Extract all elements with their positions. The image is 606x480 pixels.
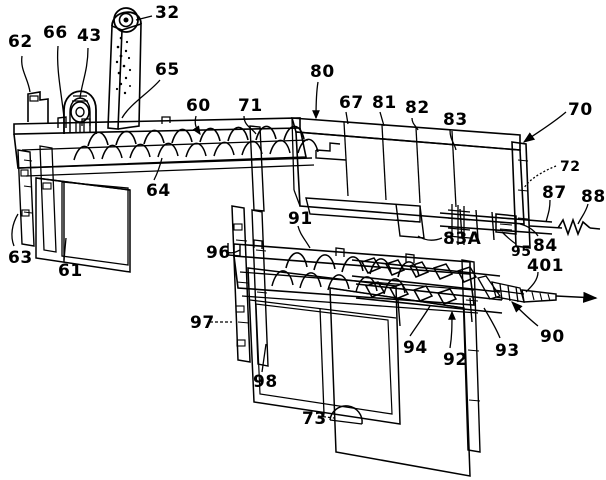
callout-92: 92 (443, 350, 468, 370)
callout-60: 60 (186, 96, 211, 116)
leader-lines (11, 15, 589, 419)
upper-right-housing (249, 117, 531, 249)
callout-81: 81 (372, 93, 397, 113)
callout-70: 70 (568, 100, 593, 120)
callout-73: 73 (302, 409, 327, 429)
callout-80: 80 (310, 62, 335, 82)
callout-64: 64 (146, 181, 171, 201)
callout-91: 91 (288, 209, 313, 229)
left-cabinet (17, 145, 131, 273)
callout-95: 95 (511, 244, 532, 260)
callout-97: 97 (190, 313, 215, 333)
callout-88: 88 (581, 187, 606, 207)
callout-65: 65 (155, 60, 180, 80)
callout-67: 67 (339, 93, 364, 113)
drawing-linework (11, 7, 601, 477)
callout-66: 66 (43, 23, 68, 43)
callout-72: 72 (560, 159, 581, 175)
extruder-kneader (351, 257, 598, 327)
callout-63: 63 (8, 248, 33, 268)
cross-transfer-gearbox (439, 204, 601, 245)
callout-82: 82 (405, 98, 430, 118)
callout-43: 43 (77, 26, 102, 46)
elevator-chute-assembly (27, 7, 142, 134)
callout-62: 62 (8, 32, 33, 52)
callout-401: 401 (527, 256, 564, 276)
callout-83A: 83A (443, 229, 482, 249)
callout-83: 83 (443, 110, 468, 130)
callout-32: 32 (155, 3, 180, 23)
upper-screw-trough (13, 116, 319, 177)
callout-93: 93 (495, 341, 520, 361)
callout-98: 98 (253, 372, 278, 392)
callout-61: 61 (58, 261, 83, 281)
callout-90: 90 (540, 327, 565, 347)
callout-94: 94 (403, 338, 428, 358)
callout-84: 84 (533, 236, 558, 256)
callout-96: 96 (206, 243, 231, 263)
callout-71: 71 (238, 96, 263, 116)
callout-87: 87 (542, 183, 567, 203)
